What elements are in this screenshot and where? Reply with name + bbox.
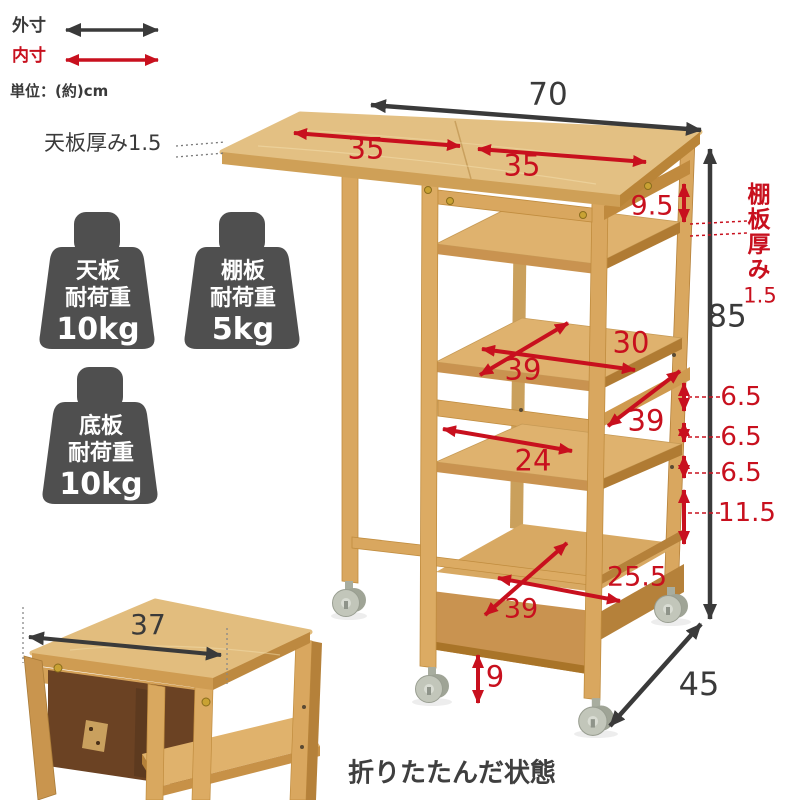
folded-state-caption: 折りたたんだ状態 — [347, 758, 557, 789]
folded-bracket — [82, 720, 108, 752]
dim-bottom-inner-width: 25.5 — [606, 561, 668, 593]
legend-unit-label: 単位：(約)cm — [10, 82, 109, 100]
folded-pin-holes — [300, 705, 306, 749]
dim-gap-2: 6.5 — [720, 422, 762, 452]
side-lower-rail — [351, 536, 431, 558]
dim-height: 85 — [707, 298, 747, 335]
weight-icon-text-tenban: 天板 耐荷重 10kg — [39, 258, 157, 348]
dim-depth: 45 — [678, 665, 720, 703]
dim-top-width: 70 — [528, 76, 568, 113]
dimension-annotations — [22, 23, 748, 728]
leader-top-thickness — [175, 141, 226, 158]
weight-icon-tenban — [39, 212, 155, 349]
dim-side-inner-depth: 39 — [627, 403, 665, 438]
folded-front-left-leg — [145, 683, 166, 800]
weight-label: 耐荷重 — [64, 286, 131, 311]
arrow-top-width-70 — [370, 99, 702, 136]
arrow-bottom-depth-39 — [483, 541, 569, 617]
dim-drawer-inner-width: 24 — [514, 443, 552, 478]
dim-leaf-top-width: 35 — [347, 131, 385, 166]
arrow-folded-width-37 — [28, 631, 222, 661]
weight-icon-text-tanaita: 棚板 耐荷重 5kg — [184, 258, 302, 348]
front-top-rail — [437, 189, 593, 223]
dim-gap-3: 6.5 — [720, 458, 762, 488]
post-pin-holes — [519, 353, 676, 469]
arrow-shelf-depth-39 — [478, 321, 570, 377]
folded-screws — [53, 663, 211, 707]
dim-shelf-thickness-label: 棚板厚み — [743, 182, 769, 282]
weight-value: 10kg — [59, 467, 143, 502]
weight-value: 5kg — [211, 312, 275, 347]
dim-gap-1: 6.5 — [720, 382, 762, 412]
dim-gap-4: 11.5 — [718, 498, 776, 528]
dim-shelf-inner-width: 30 — [612, 325, 650, 360]
dim-top-to-shelf-gap: 9.5 — [630, 190, 674, 222]
dim-shelf-thickness-value: 1.5 — [743, 283, 777, 308]
bottom-tray — [424, 524, 684, 676]
legend-inner-label: 内寸 — [12, 46, 46, 66]
leader-gap-labels — [688, 396, 722, 514]
arrow-fixed-35 — [477, 144, 647, 167]
weight-target: 底板 — [78, 414, 123, 439]
top-shelf — [434, 201, 682, 274]
dim-top-thickness: 天板厚み1.5 — [44, 131, 162, 155]
leader-shelf-thickness — [689, 220, 748, 237]
weight-icon-tanaita — [184, 212, 300, 349]
weight-label: 耐荷重 — [209, 286, 276, 311]
caster — [578, 697, 615, 736]
swing-leg — [341, 164, 359, 584]
screws — [424, 182, 652, 219]
arrow-depth-45 — [608, 622, 703, 728]
weight-icon-text-sokoita: 底板 耐荷重 10kg — [42, 413, 160, 503]
weight-target: 棚板 — [220, 259, 265, 284]
arrow-inner-width-24 — [442, 425, 573, 455]
weight-value: 10kg — [56, 312, 140, 347]
weight-icons — [39, 212, 300, 504]
guide-folded-width — [22, 607, 228, 684]
dim-bottom-clearance: 9 — [485, 659, 505, 694]
folded-cart-illustration — [23, 598, 322, 800]
arrow-leaf-35 — [293, 128, 461, 151]
dim-fixed-top-width: 35 — [503, 148, 541, 183]
legend-outer-label: 外寸 — [12, 16, 46, 36]
side-top-rail — [604, 160, 690, 220]
dim-folded-width: 37 — [130, 608, 166, 641]
caster — [332, 580, 367, 617]
front-left-post — [419, 181, 439, 669]
dim-bottom-shelf-depth: 39 — [503, 593, 539, 625]
weight-target: 天板 — [75, 259, 120, 284]
weight-label: 耐荷重 — [67, 441, 134, 466]
folded-leg-shade — [306, 641, 322, 800]
dim-shelf-depth: 39 — [504, 352, 542, 387]
arrow-side-depth-39 — [606, 369, 682, 428]
weight-icon-sokoita — [42, 367, 158, 504]
caster — [415, 666, 450, 703]
